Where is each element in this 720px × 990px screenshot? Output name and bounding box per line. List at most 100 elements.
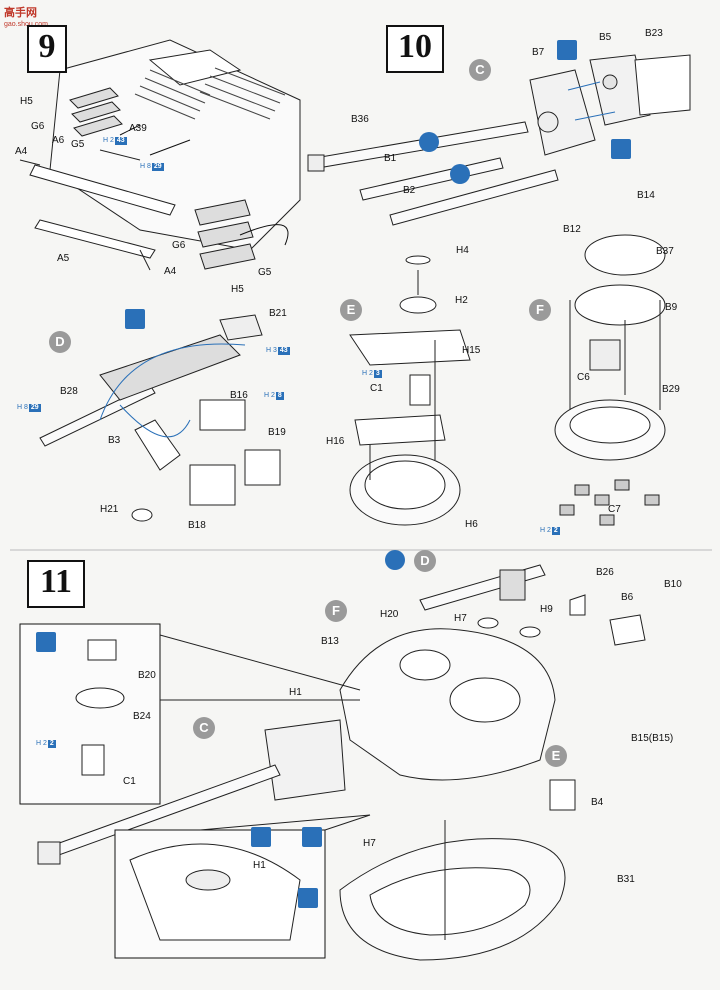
badge-prefix: H 2 <box>36 740 47 747</box>
turret-drawing <box>37 564 646 961</box>
part-label-b1: B1 <box>384 153 397 164</box>
part-label-b10: B10 <box>664 579 682 590</box>
part-label-h1: H1 <box>289 687 302 698</box>
part-label-b31: B31 <box>617 874 635 885</box>
part-label-a4: A4 <box>15 146 28 157</box>
part-label-c7: C7 <box>608 504 621 515</box>
step-10-number: 10 <box>386 25 444 73</box>
glue-icon <box>302 827 322 847</box>
part-label-b21: B21 <box>269 308 287 319</box>
badge-number: 29 <box>151 163 164 171</box>
barrels-drawing <box>307 54 691 226</box>
part-label-h15: H15 <box>462 345 481 356</box>
remove-icon <box>611 139 631 159</box>
part-label-b26: B26 <box>596 567 614 578</box>
badge-prefix: H 2 <box>264 392 275 399</box>
part-label-g6: G6 <box>172 240 186 251</box>
badge-prefix: H 2 <box>103 137 114 144</box>
part-label-h1: H1 <box>253 860 266 871</box>
remove-icon <box>125 309 145 329</box>
part-label-b24: B24 <box>133 711 151 722</box>
part-label-g5: G5 <box>258 267 272 278</box>
badge-number: 2 <box>551 527 560 535</box>
part-label-h5: H5 <box>20 96 33 107</box>
badge-number: 43 <box>277 347 290 355</box>
rotate-icon <box>450 164 470 184</box>
watermark: 高手网 gao.shou.com <box>4 4 48 28</box>
part-label-h6: H6 <box>465 519 478 530</box>
subassembly-f-circle: F <box>529 299 551 321</box>
part-label-b4: B4 <box>591 797 604 808</box>
apply-icon <box>298 888 318 908</box>
part-label-h7: H7 <box>454 613 467 624</box>
part-label-b3: B3 <box>108 435 121 446</box>
part-label-b2: B2 <box>403 185 416 196</box>
part-label-h2: H2 <box>455 295 468 306</box>
part-label-b15: B15(B15) <box>631 733 674 744</box>
part-label-h7: H7 <box>363 838 376 849</box>
subassembly-c-circle-step11: C <box>193 717 215 739</box>
apply-icon <box>251 827 271 847</box>
badge-number: 8 <box>275 392 284 400</box>
part-label-b23: B23 <box>645 28 663 39</box>
part-label-a4: A4 <box>164 266 177 277</box>
part-label-a5: A5 <box>57 253 70 264</box>
part-label-b20: B20 <box>138 670 156 681</box>
badge-number: 29 <box>28 404 41 412</box>
badge-number: 3 <box>373 370 382 378</box>
subassembly-c-circle: C <box>469 59 491 81</box>
badge-prefix: H 8 <box>17 404 28 411</box>
rotate-icon <box>419 132 439 152</box>
remove-icon <box>557 40 577 60</box>
part-label-b12: B12 <box>563 224 581 235</box>
part-label-b36: B36 <box>351 114 369 125</box>
part-label-a6: A6 <box>52 135 65 146</box>
part-label-c6: C6 <box>577 372 590 383</box>
part-label-h4: H4 <box>456 245 469 256</box>
part-label-h5: H5 <box>231 284 244 295</box>
part-label-h16: H16 <box>326 436 345 447</box>
part-label-a39: A39 <box>129 123 147 134</box>
part-label-b13: B13 <box>321 636 339 647</box>
rotate-icon <box>385 550 405 570</box>
part-label-b7: B7 <box>532 47 545 58</box>
part-label-g6: G6 <box>31 121 45 132</box>
cupola-e-drawing <box>349 255 471 526</box>
part-label-b28: B28 <box>60 386 78 397</box>
part-label-b9: B9 <box>665 302 678 313</box>
watermark-brand: 高手网 <box>4 7 37 19</box>
badge-prefix: H 2 <box>540 527 551 534</box>
hull-deck-drawing <box>19 39 301 271</box>
subassembly-f-circle-step11: F <box>325 600 347 622</box>
part-label-b5: B5 <box>599 32 612 43</box>
part-label-b37: B37 <box>656 246 674 257</box>
step-9-number: 9 <box>27 25 67 73</box>
badge-prefix: H 3 <box>266 347 277 354</box>
part-label-b29: B29 <box>662 384 680 395</box>
glue-icon <box>36 632 56 652</box>
part-label-c1: C1 <box>123 776 136 787</box>
subassembly-e-circle: E <box>340 299 362 321</box>
badge-number: 2 <box>47 740 56 748</box>
part-label-g5: G5 <box>71 139 85 150</box>
subassembly-e-circle-step11: E <box>545 745 567 767</box>
part-label-c1: C1 <box>370 383 383 394</box>
part-label-b16: B16 <box>230 390 248 401</box>
cupola-f-drawing <box>554 234 666 526</box>
part-label-h21: H21 <box>100 504 119 515</box>
watermark-url: gao.shou.com <box>4 21 48 28</box>
part-label-b18: B18 <box>188 520 206 531</box>
badge-prefix: H 8 <box>140 163 151 170</box>
part-label-b6: B6 <box>621 592 634 603</box>
subassembly-d-circle-step11: D <box>414 550 436 572</box>
machine-gun-drawing <box>39 314 281 522</box>
badge-number: 43 <box>114 137 127 145</box>
